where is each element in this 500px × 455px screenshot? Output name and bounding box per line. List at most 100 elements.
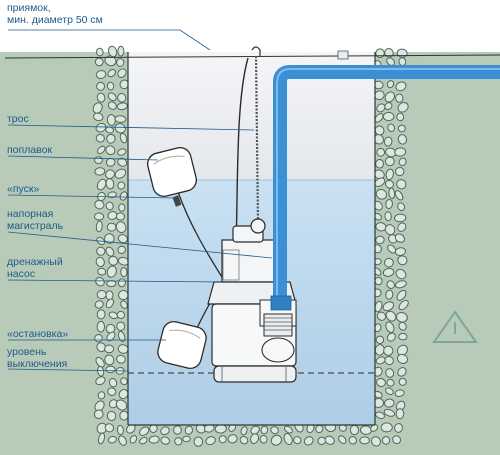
stone — [116, 310, 126, 319]
stone — [394, 247, 407, 256]
stone — [376, 311, 387, 321]
stone — [95, 47, 104, 57]
stone — [104, 344, 115, 354]
stone — [119, 132, 128, 144]
stone — [193, 436, 204, 447]
stone — [95, 376, 106, 386]
label-pressure-line1: напорная — [7, 208, 54, 220]
stone — [348, 436, 358, 445]
stone — [96, 178, 107, 191]
stone — [97, 391, 106, 400]
stone — [120, 267, 128, 278]
stone — [315, 424, 324, 434]
stone — [383, 408, 396, 417]
stone — [394, 423, 403, 433]
stone — [105, 201, 114, 211]
stone — [385, 310, 397, 322]
stone — [396, 353, 409, 364]
stone — [105, 298, 115, 309]
leader-lines — [7, 29, 273, 372]
stone — [384, 211, 392, 222]
stone — [120, 300, 128, 309]
stone — [394, 389, 405, 397]
stone — [398, 321, 407, 331]
stone — [116, 102, 128, 111]
stone — [382, 267, 395, 277]
label-pit-line2: мин. диаметр 50 см — [7, 14, 103, 26]
stone — [394, 280, 407, 289]
stone — [94, 167, 106, 176]
stone — [117, 68, 127, 78]
stone — [93, 212, 105, 221]
label-start: «пуск» — [7, 183, 40, 195]
stone — [386, 378, 395, 387]
stone — [283, 433, 293, 446]
stone — [384, 224, 396, 236]
stone — [104, 354, 115, 366]
stone — [105, 290, 114, 301]
stone — [385, 198, 393, 210]
stone — [117, 245, 126, 255]
stone — [117, 45, 125, 57]
stone — [397, 202, 406, 212]
stone — [376, 103, 386, 113]
stone — [383, 136, 393, 147]
leader-rope — [7, 124, 255, 131]
stone — [95, 122, 107, 133]
stone — [117, 148, 127, 156]
stone — [384, 355, 394, 366]
stone — [118, 435, 127, 446]
stone — [117, 234, 128, 244]
stone — [375, 235, 385, 245]
stone — [386, 80, 395, 89]
stone — [240, 426, 248, 436]
stone — [397, 134, 408, 145]
stone — [117, 181, 126, 190]
stone — [385, 168, 394, 181]
stone — [108, 255, 119, 266]
cable-clip — [337, 50, 349, 60]
stone — [96, 92, 106, 103]
stone — [106, 410, 117, 422]
stone — [107, 69, 116, 78]
warning-triangle-icon — [432, 310, 478, 343]
stone — [398, 332, 408, 341]
stone — [384, 91, 396, 103]
label-float: поплавок — [7, 144, 53, 156]
label-pump-line2: насос — [7, 268, 36, 280]
stone — [375, 188, 388, 200]
stone — [115, 212, 125, 221]
stone — [384, 257, 394, 268]
stone — [386, 280, 395, 289]
stone — [239, 436, 249, 445]
stone — [394, 233, 405, 243]
stone — [270, 434, 283, 446]
stone — [94, 300, 104, 309]
stone — [396, 112, 405, 122]
stone — [96, 81, 106, 91]
label-level-line1: уровень — [7, 346, 47, 358]
stone — [114, 123, 126, 134]
stone — [395, 408, 405, 420]
stone-floor — [96, 420, 403, 447]
stone — [324, 435, 335, 445]
label-rope: трос — [7, 113, 29, 125]
stone — [397, 102, 409, 113]
stone — [115, 221, 127, 234]
stone — [95, 356, 105, 368]
rope-hook — [251, 46, 261, 56]
stone — [117, 330, 126, 342]
stone — [397, 222, 407, 232]
stone — [120, 377, 128, 386]
stone — [382, 301, 395, 312]
stone — [182, 435, 191, 443]
stone — [96, 246, 106, 256]
stone — [396, 179, 407, 190]
pressure-pipe-highlight — [276, 68, 500, 305]
stone — [386, 57, 395, 66]
stone — [94, 156, 103, 165]
stone — [395, 81, 407, 92]
stone — [96, 342, 106, 353]
stone — [98, 432, 106, 445]
